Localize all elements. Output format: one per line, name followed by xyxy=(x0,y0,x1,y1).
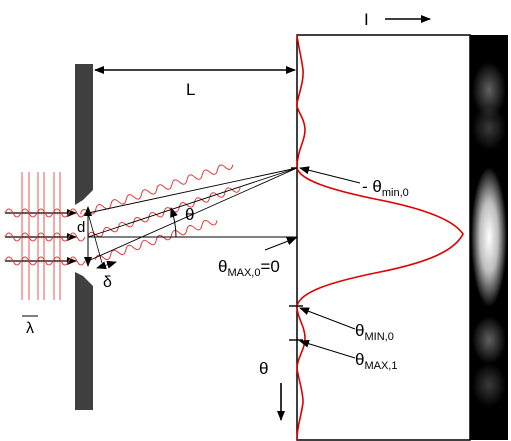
angle-label: θ xyxy=(185,205,194,224)
incident-rays xyxy=(5,209,77,265)
angle-arc xyxy=(170,207,178,238)
slit-width-label: d xyxy=(77,219,85,236)
incident-wavefronts xyxy=(21,172,61,300)
diffraction-pattern-strip xyxy=(470,35,508,440)
screen-box xyxy=(296,34,471,441)
theta-min-0-label: θMIN,0 xyxy=(355,321,394,343)
screen-ticks xyxy=(289,167,303,341)
incident-waves xyxy=(4,208,86,266)
intensity-curve xyxy=(296,34,464,441)
path-difference-label: δ xyxy=(103,274,112,291)
wavelength-label: λ xyxy=(26,320,34,337)
slit-plate-upper xyxy=(75,64,93,205)
path-difference-line xyxy=(87,212,103,264)
neg-theta-min-0-label: - θmin,0 xyxy=(362,177,409,199)
intensity-axis-label: I xyxy=(364,10,369,29)
annotation-arrows xyxy=(264,166,361,359)
theta-max-0-label: θMAX,0=0 xyxy=(218,257,280,279)
path-difference-arrow xyxy=(96,260,117,270)
theta-max-1-label: θMAX,1 xyxy=(355,350,397,372)
theta-axis-label: θ xyxy=(259,359,268,378)
converging-rays xyxy=(87,167,298,262)
distance-label: L xyxy=(186,80,195,99)
slit-plate-lower xyxy=(75,272,93,410)
